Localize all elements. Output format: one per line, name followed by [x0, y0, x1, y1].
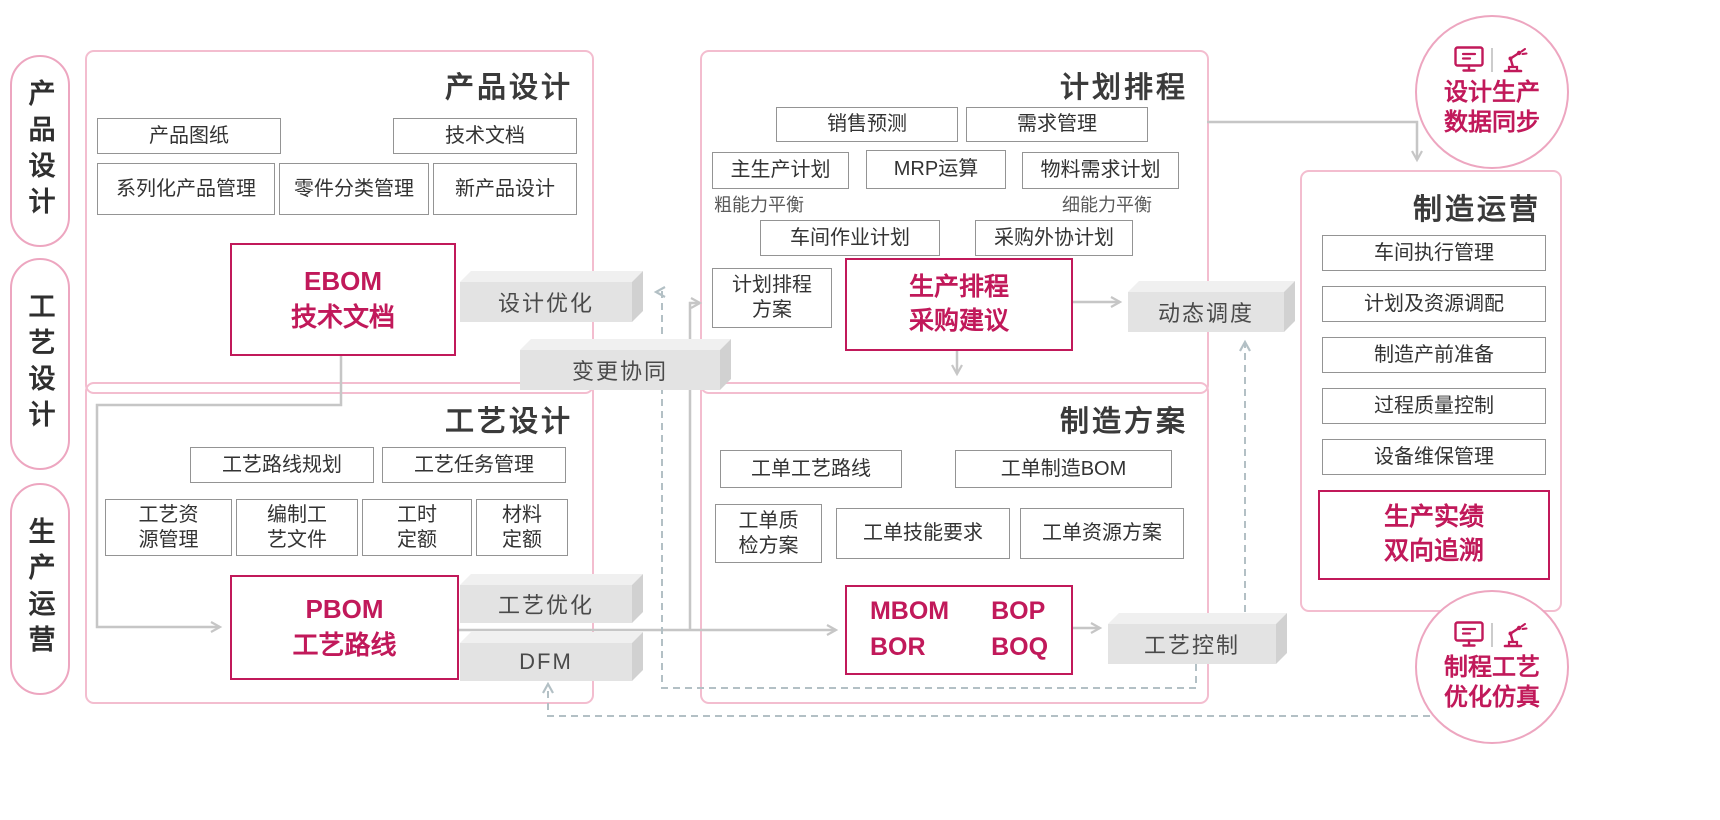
- item-hour-quota: 工时 定额: [362, 499, 472, 556]
- connector-dfm: DFM: [460, 643, 632, 681]
- item-purchase-outsourcing-plan: 采购外协计划: [975, 220, 1133, 256]
- connector-design-optimization: 设计优化: [460, 282, 632, 322]
- boq-token: BOQ: [991, 633, 1049, 661]
- badge-divider: [1491, 622, 1493, 647]
- rail-label: 生产运营: [24, 517, 55, 661]
- connector-dynamic-dispatch: 动态调度: [1128, 292, 1284, 332]
- badge-top-line1: 设计生产: [1444, 79, 1540, 106]
- item-serialized-product-mgmt: 系列化产品管理: [97, 163, 275, 215]
- mbom-grid: MBOM BOP BOR BOQ: [870, 595, 1048, 665]
- robot-arm-icon: [1503, 48, 1528, 73]
- title-process-design: 工艺设计: [445, 406, 574, 438]
- badge-icons: [1454, 46, 1530, 73]
- title-product-design: 产品设计: [445, 72, 574, 104]
- bor-token: BOR: [869, 633, 926, 661]
- item-equipment-maintenance: 设备维保管理: [1322, 439, 1546, 475]
- title-planning: 计划排程: [1060, 72, 1189, 104]
- item-new-product-design: 新产品设计: [433, 163, 577, 215]
- badge-bottom-line2: 优化仿真: [1444, 684, 1540, 711]
- item-shopfloor-execution: 车间执行管理: [1322, 235, 1546, 271]
- item-mrp-calc: MRP运算: [866, 150, 1006, 189]
- item-product-drawing: 产品图纸: [97, 118, 281, 154]
- traceability-line1: 生产实绩: [1383, 503, 1484, 532]
- badge-process-simulation: 制程工艺 优化仿真: [1415, 590, 1569, 744]
- highlight-pbom: PBOM 工艺路线: [230, 575, 459, 680]
- ebom-line1: EBOM: [304, 266, 382, 297]
- item-master-production-plan: 主生产计划: [712, 152, 849, 189]
- highlight-production-traceability: 生产实绩 双向追溯: [1318, 490, 1550, 580]
- note-fine-capacity: 细能力平衡: [1062, 195, 1152, 215]
- highlight-production-scheduling: 生产排程 采购建议: [845, 258, 1073, 351]
- item-workorder-resource-plan: 工单资源方案: [1020, 508, 1184, 559]
- item-material-req-plan: 物料需求计划: [1022, 152, 1179, 189]
- ebom-line2: 技术文档: [290, 301, 395, 332]
- item-shopfloor-plan: 车间作业计划: [760, 220, 940, 256]
- connector-change-collaboration: 变更协同: [520, 350, 720, 390]
- item-material-quota: 材料 定额: [476, 499, 568, 556]
- traceability-line2: 双向追溯: [1383, 537, 1484, 565]
- item-process-quality-control: 过程质量控制: [1322, 388, 1546, 424]
- bop-token: BOP: [991, 597, 1046, 626]
- monitor-icon: [1454, 46, 1484, 72]
- title-mfg-operations: 制造运营: [1413, 194, 1542, 226]
- scheduling-line2: 采购建议: [908, 306, 1009, 335]
- item-process-task-mgmt: 工艺任务管理: [382, 447, 566, 483]
- note-rough-capacity: 粗能力平衡: [714, 195, 804, 215]
- item-route-planning: 工艺路线规划: [190, 447, 374, 483]
- item-workorder-mbom: 工单制造BOM: [955, 450, 1172, 488]
- item-tech-docs: 技术文档: [393, 118, 577, 154]
- highlight-ebom: EBOM 技术文档: [230, 243, 456, 356]
- connector-process-optimization: 工艺优化: [460, 585, 632, 623]
- badge-top-line2: 数据同步: [1444, 109, 1540, 136]
- item-plan-resource-allocation: 计划及资源调配: [1322, 286, 1546, 322]
- badge-bottom-line1: 制程工艺: [1444, 654, 1540, 681]
- item-preproduction-prep: 制造产前准备: [1322, 337, 1546, 373]
- rail-label: 产品设计: [24, 79, 55, 223]
- item-workorder-route: 工单工艺路线: [720, 450, 902, 488]
- connector-process-control: 工艺控制: [1108, 624, 1276, 664]
- badge-divider: [1491, 47, 1493, 72]
- badge-design-production-sync: 设计生产 数据同步: [1415, 15, 1569, 169]
- section-mfg-operations: [1300, 170, 1562, 612]
- scheduling-line1: 生产排程: [908, 272, 1009, 301]
- rail-label: 工艺设计: [24, 292, 55, 436]
- item-workorder-skill-req: 工单技能要求: [836, 508, 1010, 559]
- item-part-classification: 零件分类管理: [279, 163, 429, 215]
- title-mfg-solution: 制造方案: [1060, 406, 1189, 438]
- pbom-line2: 工艺路线: [292, 629, 397, 660]
- monitor-icon: [1454, 621, 1484, 647]
- rail-production-ops: 生产运营: [10, 483, 70, 695]
- item-workorder-qc-plan: 工单质 检方案: [715, 504, 822, 563]
- mbom-token: MBOM: [869, 597, 950, 626]
- highlight-mbom: MBOM BOP BOR BOQ: [845, 585, 1073, 675]
- item-compile-process-docs: 编制工 艺文件: [236, 499, 358, 556]
- rail-product-design: 产品设计: [10, 55, 70, 247]
- rail-process-design: 工艺设计: [10, 258, 70, 470]
- item-scheduling-scheme: 计划排程 方案: [712, 268, 832, 328]
- arrow-planning-to-operations: [1207, 120, 1423, 163]
- pbom-line1: PBOM: [305, 594, 384, 625]
- item-sales-forecast: 销售预测: [776, 107, 958, 142]
- badge-icons: [1454, 621, 1530, 648]
- item-demand-mgmt: 需求管理: [966, 107, 1148, 142]
- robot-arm-icon: [1503, 623, 1528, 648]
- item-process-resource-mgmt: 工艺资 源管理: [105, 499, 232, 556]
